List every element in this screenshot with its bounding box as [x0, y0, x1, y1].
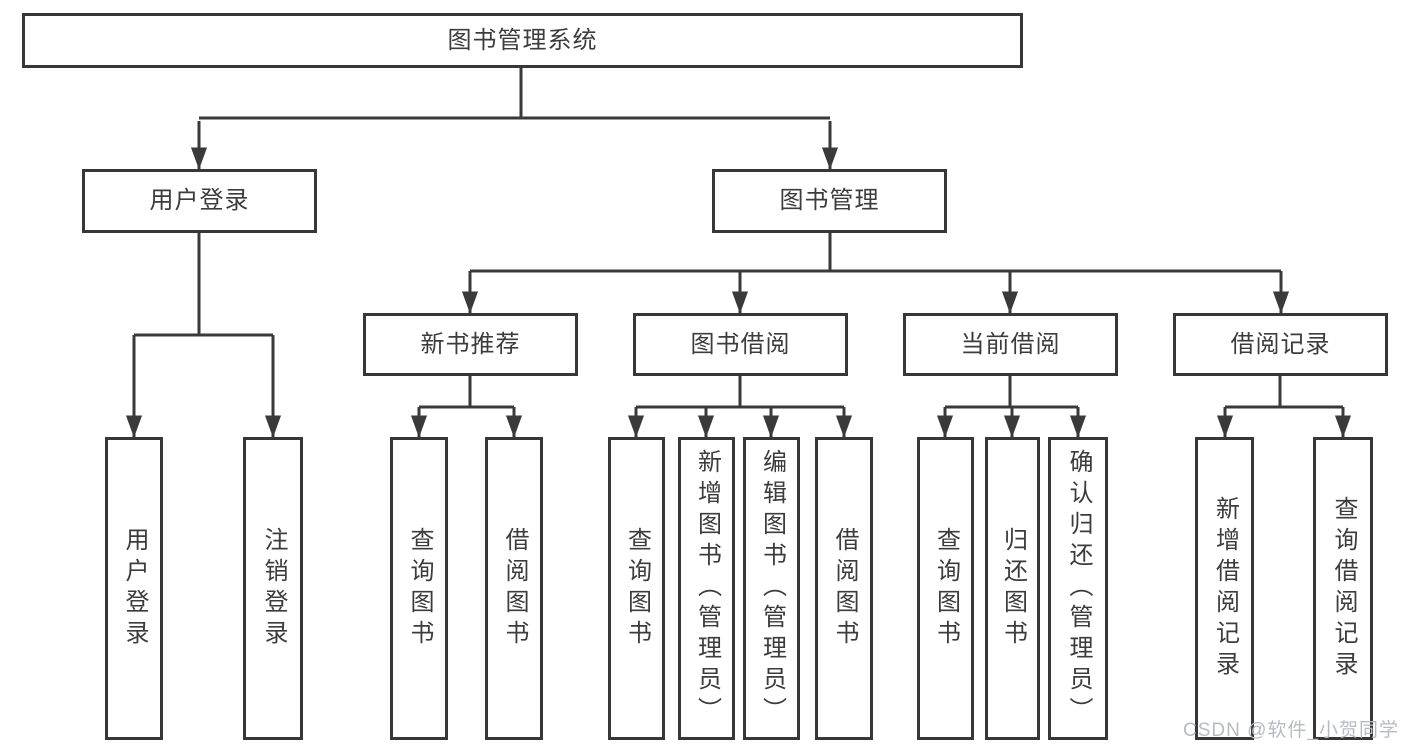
leaf-confirm-return-admin: 确认归还（管理员）: [1048, 437, 1108, 740]
leaf-return-books: 归还图书: [985, 437, 1040, 740]
watermark: CSDN @软件_小贺同学: [1183, 720, 1399, 741]
leaf-query-books-current: 查询图书: [917, 437, 974, 740]
leaf-logout: 注销登录: [243, 437, 303, 740]
leaf-borrow-books: 借阅图书: [815, 437, 873, 740]
node-user-login: 用户登录: [82, 169, 317, 233]
leaf-user-login: 用户登录: [105, 437, 163, 740]
node-new-book-recommend: 新书推荐: [363, 313, 578, 376]
node-current-borrowing: 当前借阅: [903, 313, 1118, 376]
leaf-borrow-books-recommend: 借阅图书: [485, 437, 543, 740]
node-borrowing-records: 借阅记录: [1173, 313, 1388, 376]
node-book-management: 图书管理: [712, 169, 947, 233]
leaf-query-books-borrow: 查询图书: [608, 437, 665, 740]
leaf-add-books-admin: 新增图书（管理员）: [678, 437, 735, 740]
leaf-query-books-recommend: 查询图书: [390, 437, 448, 740]
node-library-management-system: 图书管理系统: [22, 13, 1023, 68]
node-book-borrowing: 图书借阅: [633, 313, 848, 376]
leaf-query-borrow-record: 查询借阅记录: [1313, 437, 1373, 740]
leaf-edit-books-admin: 编辑图书（管理员）: [743, 437, 800, 740]
leaf-add-borrow-record: 新增借阅记录: [1195, 437, 1254, 740]
